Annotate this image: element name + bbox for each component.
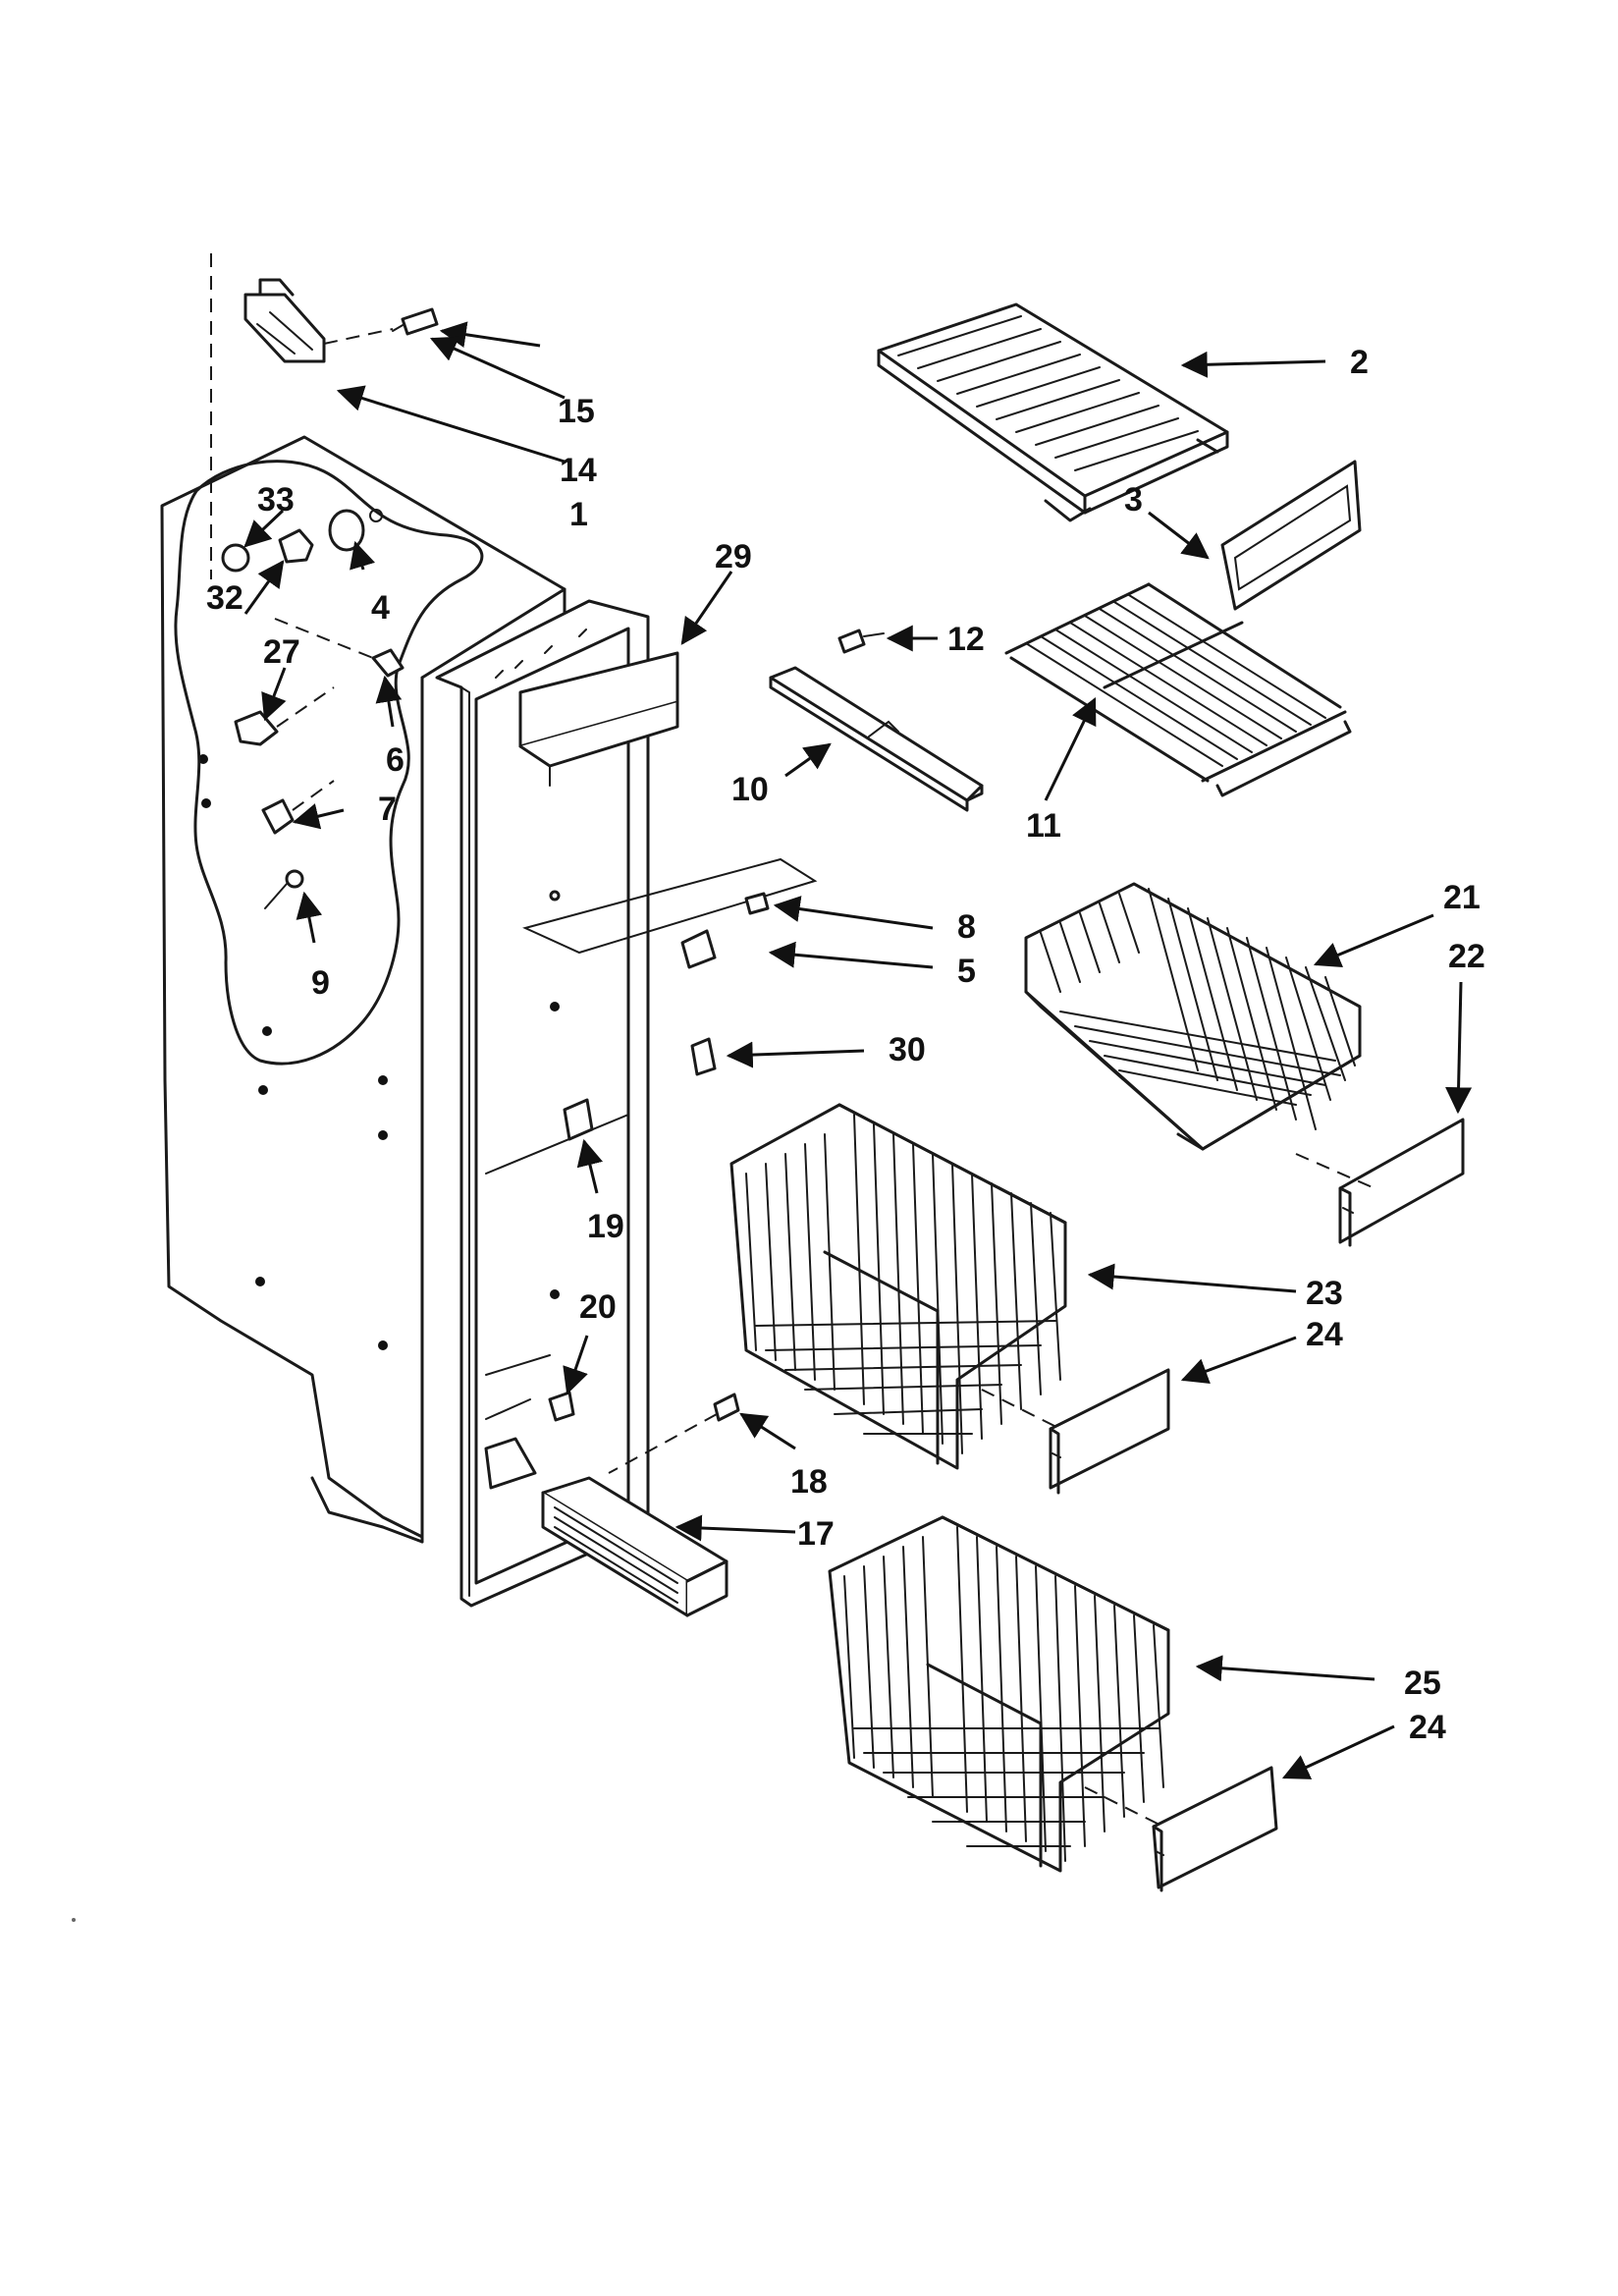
- part-3-trim: [1220, 460, 1362, 611]
- part-17-grille: [541, 1476, 728, 1617]
- part-22-basket-front: [1338, 1118, 1465, 1247]
- callout-3: 3: [1124, 481, 1143, 519]
- callout-4: 4: [371, 589, 390, 627]
- callout-24-upper: 24: [1306, 1316, 1343, 1353]
- part-20-screw: [548, 1391, 575, 1422]
- callout-24-lower: 24: [1409, 1709, 1446, 1746]
- part-8-clip: [744, 892, 770, 915]
- callout-2: 2: [1350, 344, 1369, 381]
- callout-6: 6: [386, 741, 404, 779]
- part-6-clip: [371, 648, 404, 678]
- callout-19: 19: [587, 1208, 624, 1245]
- callout-7: 7: [378, 791, 397, 828]
- callout-20: 20: [579, 1288, 617, 1326]
- callout-1: 1: [569, 496, 588, 533]
- callout-21: 21: [1443, 879, 1481, 916]
- part-15-screw: [392, 307, 439, 336]
- part-32-socket: [278, 528, 314, 564]
- part-25-basket: [828, 1515, 1170, 1873]
- callout-18: 18: [790, 1463, 828, 1501]
- part-9-plug: [285, 869, 304, 889]
- part-33-bulb: [221, 543, 250, 573]
- part-18-screw: [713, 1393, 740, 1422]
- part-5-thermostat: [680, 929, 717, 969]
- part-12-screw: [837, 629, 885, 654]
- callout-32: 32: [206, 579, 243, 617]
- part-24-basket-front-lower: [1152, 1766, 1278, 1892]
- callout-10: 10: [731, 771, 769, 808]
- callout-25: 25: [1404, 1665, 1441, 1702]
- callout-labels: 1 2 3 4 5 6 7 8 9 10 11 12 14 15 17 18 1…: [206, 344, 1485, 1746]
- callout-15: 15: [558, 393, 595, 430]
- part-11-wire-shelf: [1004, 582, 1352, 797]
- freezer-liner: [160, 435, 818, 1608]
- callout-12: 12: [947, 621, 985, 658]
- callout-14: 14: [560, 452, 597, 489]
- callout-33: 33: [257, 481, 295, 519]
- part-30-bracket: [690, 1037, 717, 1076]
- callout-8: 8: [957, 908, 976, 946]
- part-24-basket-front-upper: [1049, 1368, 1170, 1495]
- callout-22: 22: [1448, 938, 1485, 975]
- callout-29: 29: [715, 538, 752, 575]
- callout-27: 27: [263, 633, 300, 671]
- leader-arrows: [243, 321, 1473, 1779]
- callout-23: 23: [1306, 1275, 1343, 1312]
- part-2-shelf: [877, 302, 1229, 522]
- part-21-basket: [1024, 882, 1362, 1151]
- callout-30: 30: [889, 1031, 926, 1068]
- part-4-knob: [328, 509, 383, 552]
- callout-11: 11: [1026, 807, 1061, 845]
- callout-17: 17: [797, 1515, 835, 1553]
- part-14-bracket: [243, 278, 326, 363]
- callout-9: 9: [311, 964, 330, 1002]
- part-29-trim: [518, 651, 679, 787]
- part-23-basket: [729, 1103, 1067, 1470]
- part-19-switch: [563, 1098, 594, 1141]
- part-10-bracket: [769, 666, 984, 812]
- callout-5: 5: [957, 953, 976, 990]
